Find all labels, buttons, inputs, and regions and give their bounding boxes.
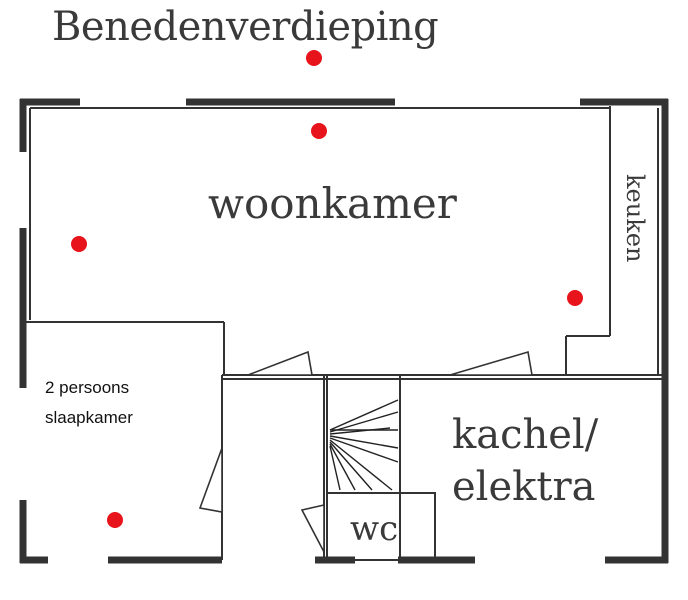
room-label-slaapkamer-line1: 2 persoons — [45, 378, 129, 397]
interior-walls — [26, 106, 662, 561]
room-label-keuken: keuken — [621, 174, 649, 262]
staircase — [329, 399, 399, 491]
marker-dot — [311, 123, 327, 139]
doors — [198, 350, 533, 553]
room-label-woonkamer: woonkamer — [208, 179, 458, 228]
marker-dot — [71, 236, 87, 252]
room-label-wc: wc — [350, 509, 398, 549]
marker-dot — [567, 290, 583, 306]
room-label-kachel-line1: kachel/ — [452, 412, 599, 458]
room-label-kachel-line2: elektra — [452, 464, 595, 510]
marker-dot — [306, 50, 322, 66]
floor-title: Benedenverdieping — [52, 4, 438, 50]
room-label-slaapkamer-line2: slaapkamer — [45, 408, 133, 427]
marker-dot — [107, 512, 123, 528]
markers — [71, 50, 583, 528]
